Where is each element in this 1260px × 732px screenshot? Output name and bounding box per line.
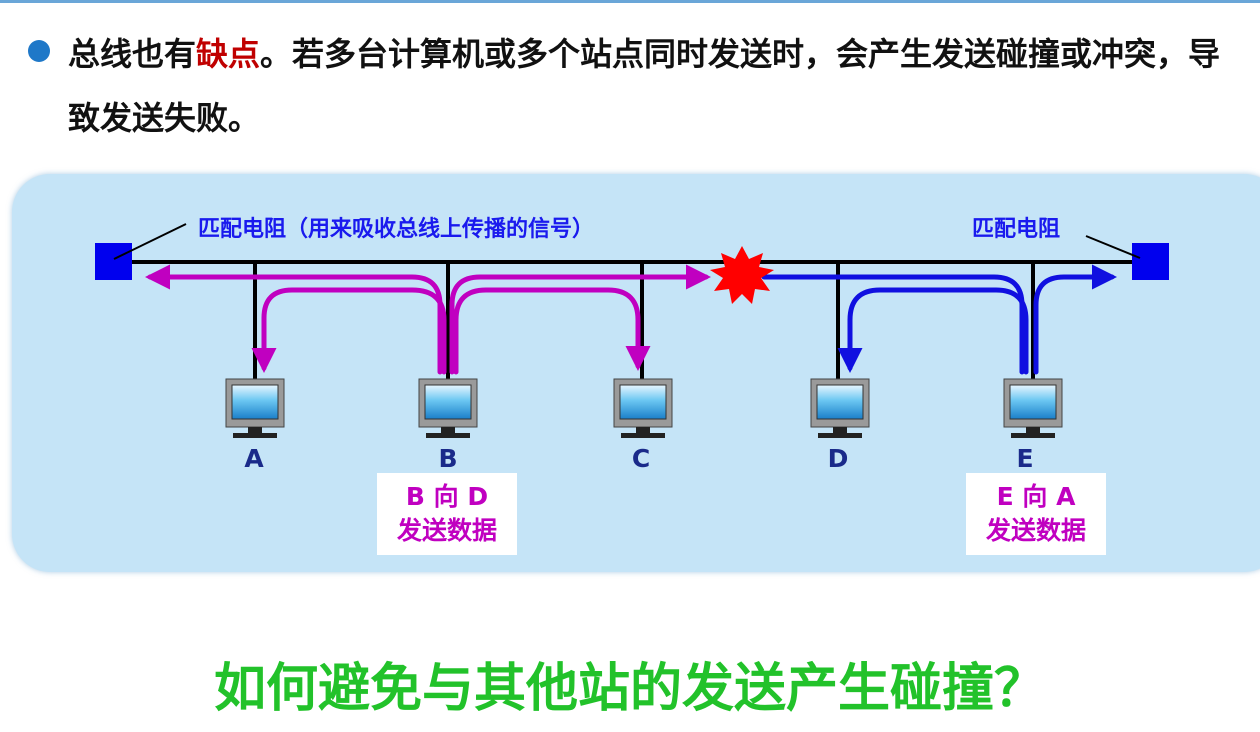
top-rule xyxy=(0,0,1260,3)
signal-b-paths xyxy=(145,264,711,375)
station-label-a: A xyxy=(244,444,264,473)
computer-b-icon xyxy=(418,378,478,439)
right-resistor-label: 匹配电阻 xyxy=(972,217,1060,242)
left-resistor xyxy=(95,243,132,280)
para-highlight: 缺点 xyxy=(196,35,261,73)
signal-e-paths xyxy=(761,264,1117,375)
left-resistor-label: 匹配电阻（用来吸收总线上传播的信号） xyxy=(198,216,594,242)
signal-e-to-d xyxy=(837,287,1029,375)
computer-e-icon xyxy=(1003,378,1063,439)
note-e-to-a: E 向 A 发送数据 xyxy=(966,473,1106,555)
computer-c-icon xyxy=(613,378,673,439)
signal-b-to-a xyxy=(251,287,447,375)
para-text-after: 。若多台计算机或多个站点同时发送时，会产生发送碰撞或冲突，导致发送失败。 xyxy=(68,35,1221,137)
right-resistor xyxy=(1132,243,1169,280)
signal-b-to-c xyxy=(453,287,651,375)
collision-burst xyxy=(710,246,774,304)
right-resistor-pointer xyxy=(1085,235,1141,259)
station-label-b: B xyxy=(438,444,457,473)
note-b-to-d: B 向 D 发送数据 xyxy=(377,473,517,555)
note-e-line2: 发送数据 xyxy=(985,516,1086,545)
note-b-line1: B 向 D xyxy=(405,482,489,511)
intro-paragraph: 总线也有缺点。若多台计算机或多个站点同时发送时，会产生发送碰撞或冲突，导致发送失… xyxy=(68,22,1248,150)
question-text: 如何避免与其他站的发送产生碰撞？ xyxy=(213,659,1046,719)
signal-e-to-right xyxy=(1033,264,1117,375)
signal-b-to-right xyxy=(449,264,711,375)
computer-a-icon xyxy=(225,378,285,439)
bullet-dot xyxy=(28,40,50,62)
station-label-c: C xyxy=(632,444,650,473)
note-b-line2: 发送数据 xyxy=(396,516,497,545)
para-text-before: 总线也有 xyxy=(68,35,197,73)
station-label-e: E xyxy=(1016,444,1033,473)
left-resistor-pointer xyxy=(113,223,187,260)
station-label-d: D xyxy=(828,444,849,473)
computer-d-icon xyxy=(810,378,870,439)
note-e-line1: E 向 A xyxy=(996,482,1076,511)
